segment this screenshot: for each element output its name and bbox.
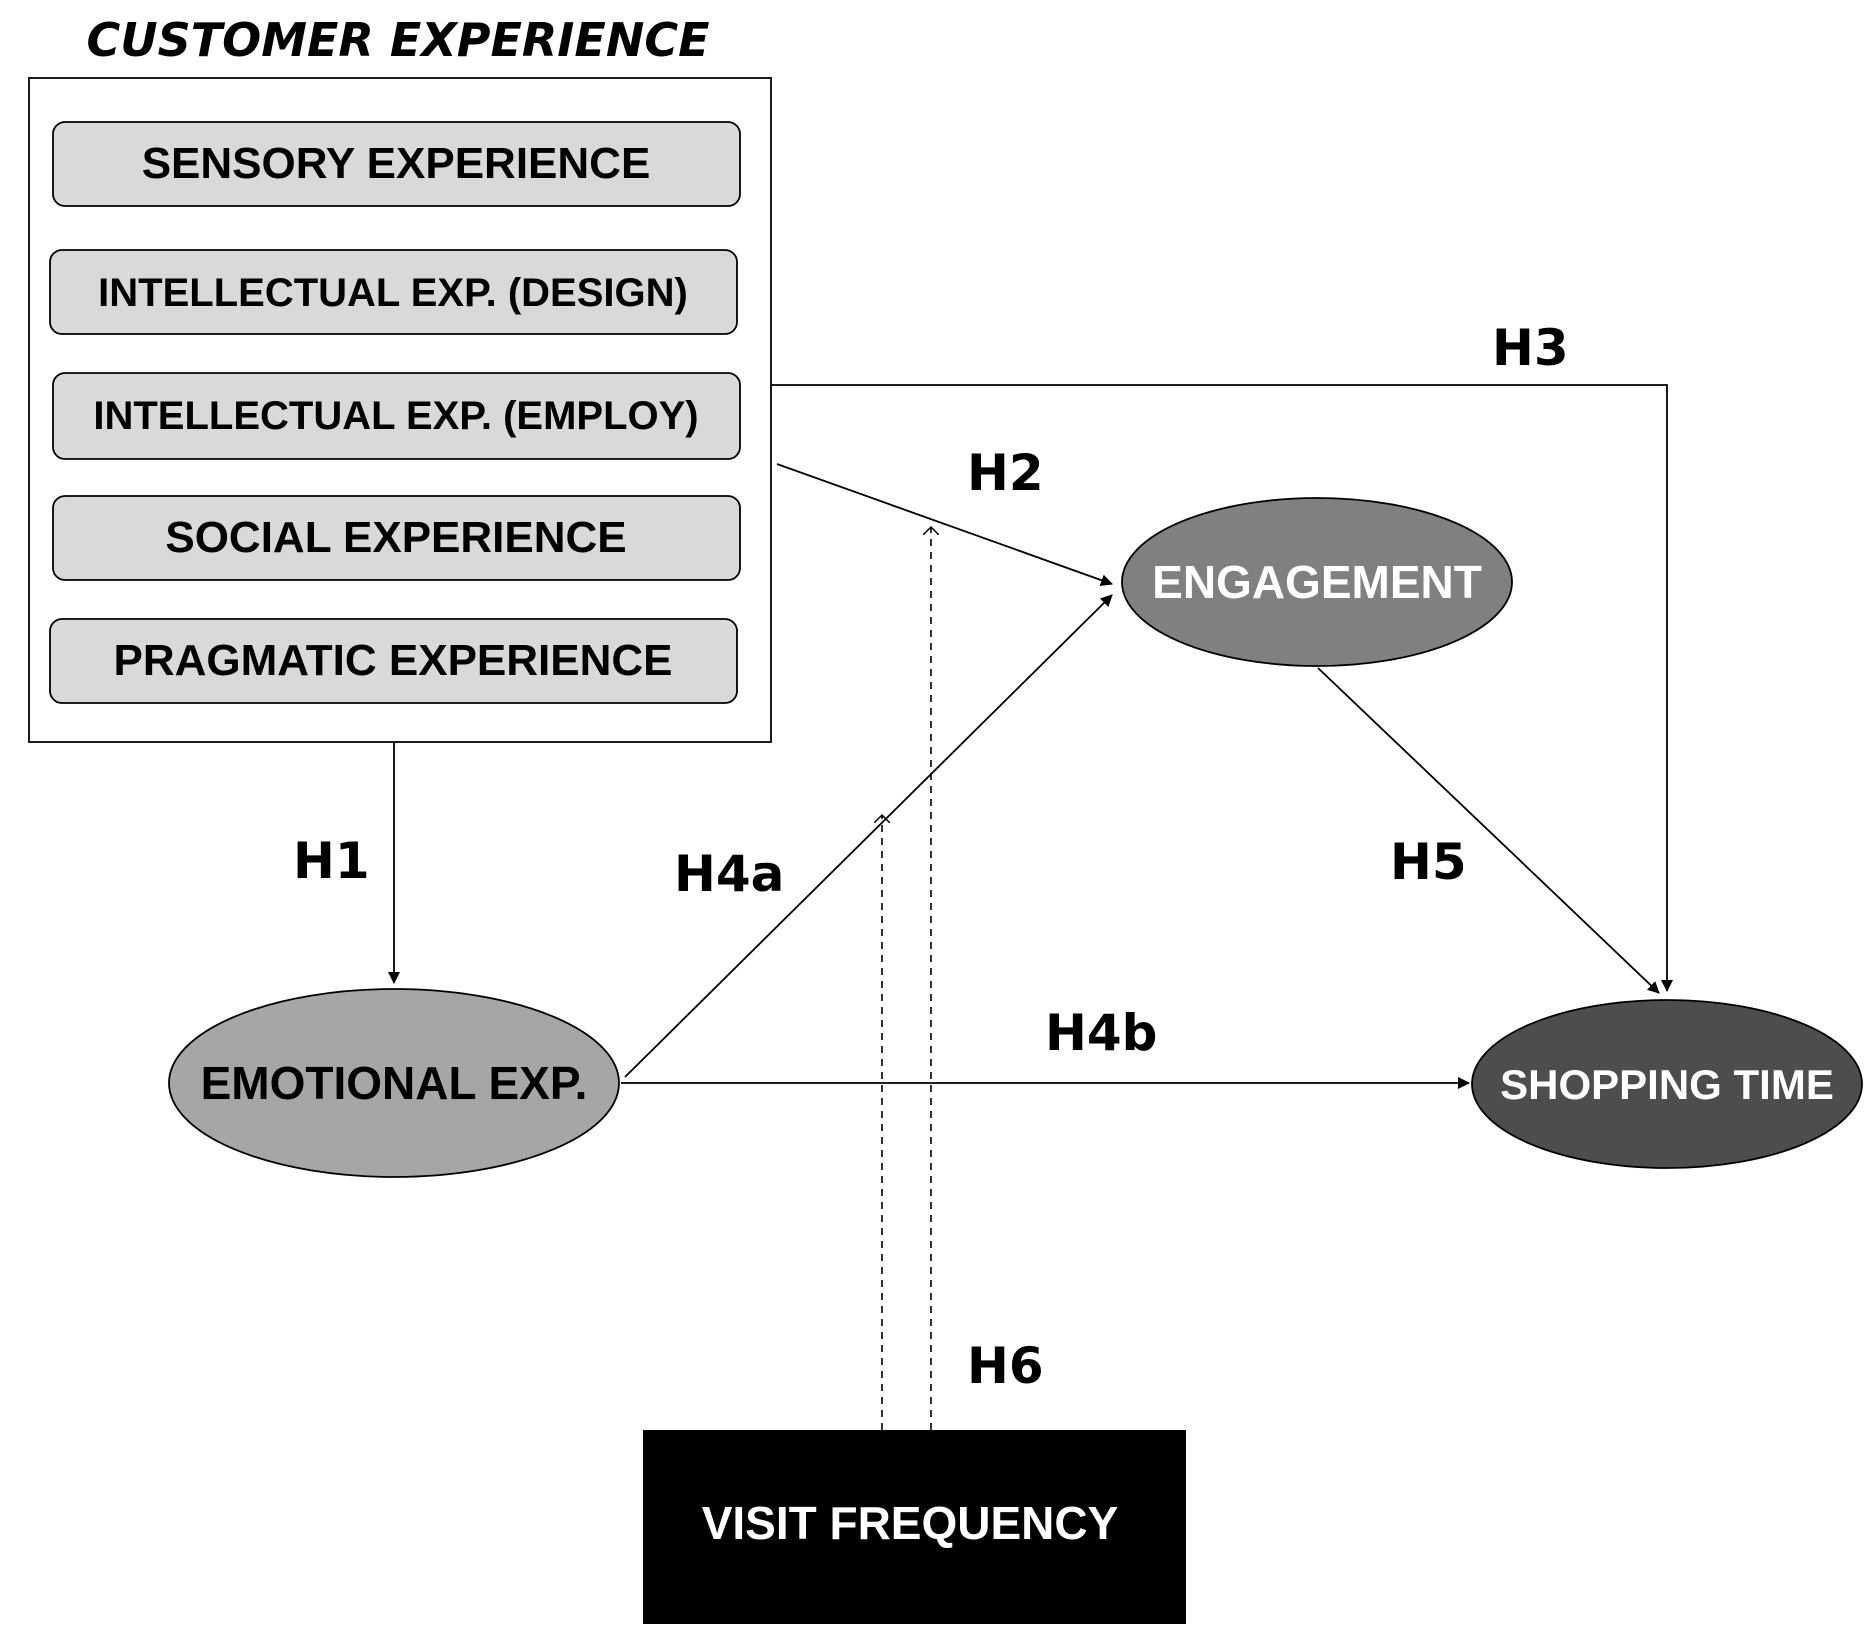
sensory-experience-box xyxy=(52,121,741,207)
h1-label: H1 xyxy=(293,832,370,890)
engagement-label: ENGAGEMENT xyxy=(1152,556,1482,608)
visit-frequency-label: VISIT FREQUENCY xyxy=(702,1497,1119,1549)
h4b-label: H4b xyxy=(1045,1004,1157,1062)
intellectual-employ-box xyxy=(52,372,741,460)
h3-label: H3 xyxy=(1492,319,1569,377)
pragmatic-experience-label: PRAGMATIC EXPERIENCE xyxy=(113,636,672,685)
customer-experience-title: CUSTOMER EXPERIENCE xyxy=(86,13,709,67)
intellectual-design-box xyxy=(49,249,738,335)
sensory-experience-label: SENSORY EXPERIENCE xyxy=(142,139,651,188)
social-experience-box xyxy=(52,495,741,581)
h3-arrow xyxy=(771,384,1673,992)
shopping-time-node xyxy=(1471,999,1863,1169)
emotional-exp-label: EMOTIONAL EXP. xyxy=(201,1057,588,1109)
visit-frequency-box xyxy=(643,1430,1186,1624)
intellectual-employ-label: INTELLECTUAL EXP. (EMPLOY) xyxy=(93,394,698,438)
h6-label: H6 xyxy=(967,1337,1044,1395)
h4a-label: H4a xyxy=(674,845,784,903)
engagement-node xyxy=(1121,497,1513,667)
social-experience-label: SOCIAL EXPERIENCE xyxy=(165,513,626,562)
shopping-time-label: SHOPPING TIME xyxy=(1500,1061,1834,1108)
intellectual-design-label: INTELLECTUAL EXP. (DESIGN) xyxy=(98,271,688,315)
h5-label: H5 xyxy=(1390,833,1467,891)
h4a-arrow xyxy=(624,594,1113,1078)
h2-arrow xyxy=(776,463,1113,586)
h5-arrow xyxy=(1317,667,1660,994)
h2-label: H2 xyxy=(967,444,1044,502)
emotional-exp-node xyxy=(168,988,620,1178)
pragmatic-experience-box xyxy=(49,618,738,704)
